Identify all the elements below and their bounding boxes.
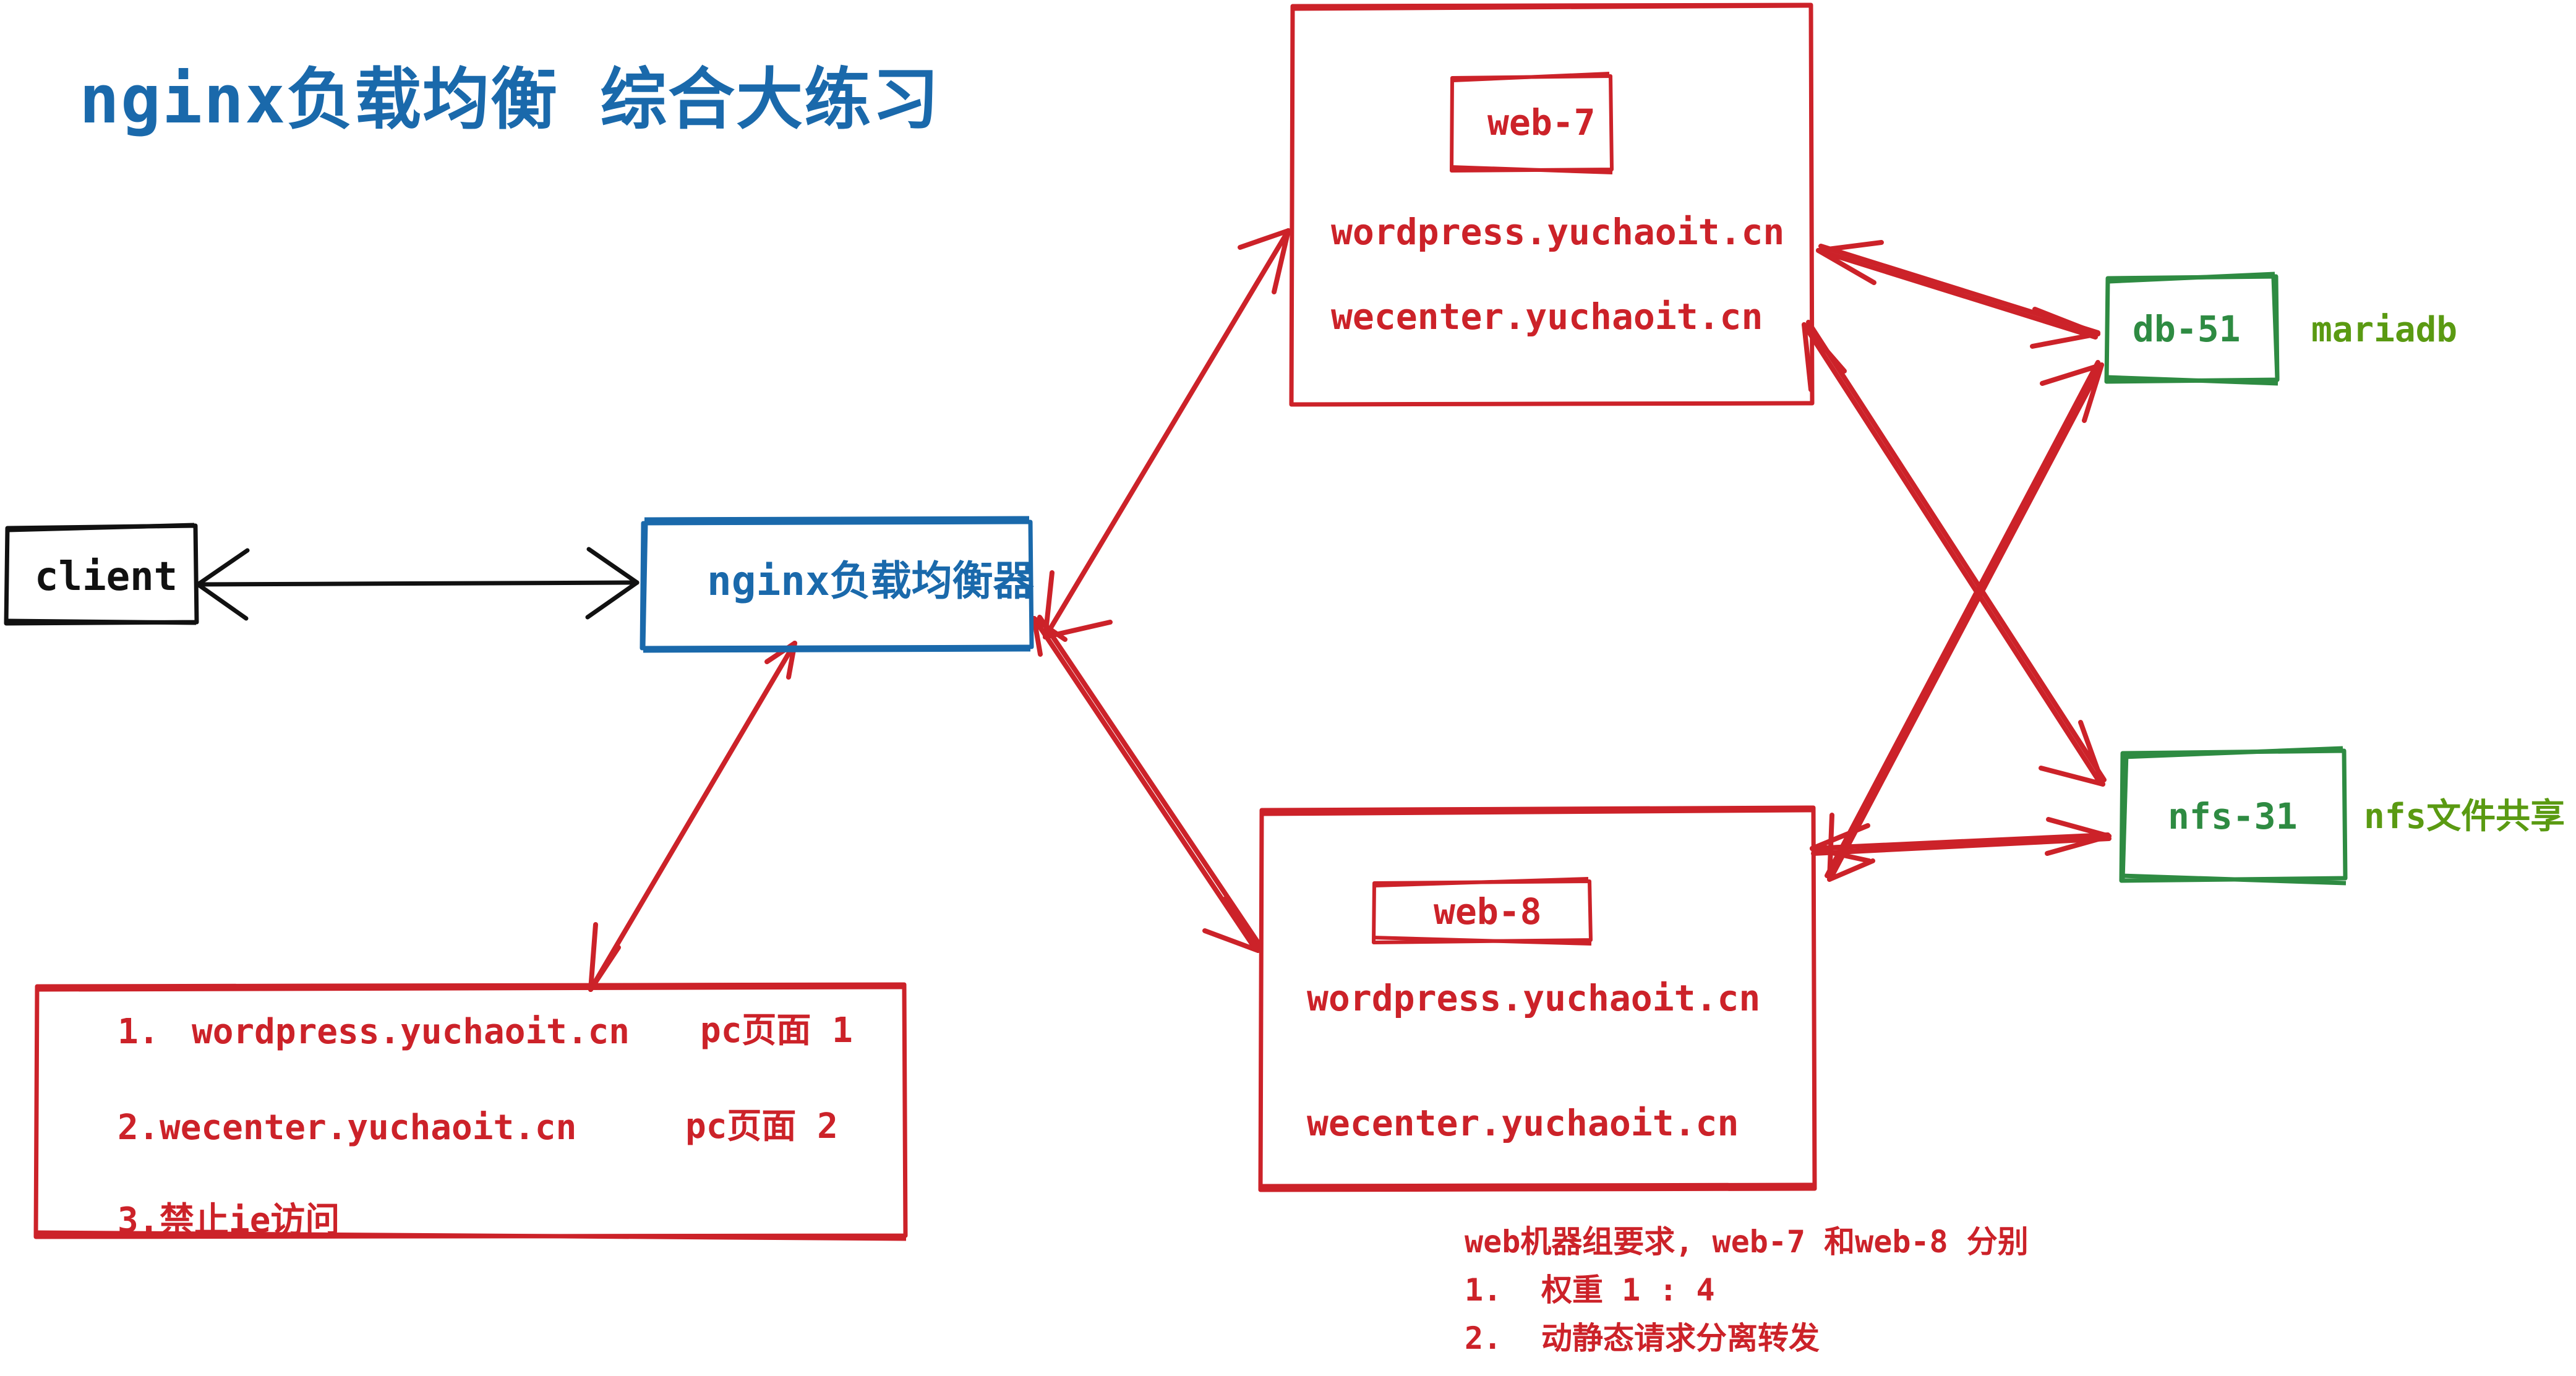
notes-row-2-page: pc页面 2 (685, 1106, 838, 1147)
requirements-item-1-text: 权重 1 : 4 (1541, 1272, 1715, 1308)
lb-box-outline[interactable] (640, 516, 1034, 653)
nfs31-label: nfs-31 (2168, 795, 2298, 837)
notes-row-1-page: pc页面 1 (700, 1011, 853, 1051)
db51-side-label: mariadb (2311, 310, 2458, 350)
connection-lb-to-web8 (1032, 615, 1263, 953)
web8-badge-label: web-8 (1434, 891, 1542, 933)
connection-web7-to-db51 (1816, 240, 2100, 349)
notes-row-1-domain: wordpress.yuchaoit.cn (192, 1012, 630, 1052)
load-balancer-label: nginx负载均衡器 (707, 557, 1034, 605)
nfs31-box-outline[interactable] (2119, 746, 2348, 886)
notes-row-3-index: 3. (118, 1200, 160, 1241)
requirements-item-2-text: 动静态请求分离转发 (1541, 1320, 1820, 1356)
web8-site-line-2: wecenter.yuchaoit.cn (1307, 1102, 1739, 1144)
web7-box-outline[interactable] (1289, 2, 1815, 407)
connection-web8-to-db51 (1825, 360, 2104, 882)
web7-badge-label: web-7 (1487, 101, 1596, 143)
requirements-item-1-index: 1. (1465, 1272, 1502, 1308)
web8-site-line-1: wordpress.yuchaoit.cn (1307, 977, 1761, 1019)
notes-box-outline[interactable] (33, 982, 908, 1241)
web7-site-line-2: wecenter.yuchaoit.cn (1331, 296, 1763, 338)
page-title: nginx负载均衡 综合大练习 (79, 61, 941, 139)
web8-badge-outline[interactable] (1372, 877, 1593, 946)
requirements-item-2-index: 2. (1465, 1320, 1502, 1356)
requirements-heading: web机器组要求, web-7 和web-8 分别 (1465, 1224, 2029, 1260)
notes-row-3-domain: 禁止ie访问 (160, 1200, 340, 1241)
db51-label: db-51 (2133, 308, 2241, 350)
client-box-outline[interactable] (4, 523, 199, 626)
web7-badge-outline[interactable] (1450, 72, 1614, 174)
notes-row-1-index: 1. (118, 1012, 160, 1052)
web7-site-line-1: wordpress.yuchaoit.cn (1331, 211, 1785, 253)
db51-box-outline[interactable] (2104, 271, 2280, 386)
connection-client-to-lb (195, 547, 640, 621)
nfs31-side-label: nfs文件共享 (2364, 797, 2565, 837)
notes-row-2-index: 2. (118, 1108, 160, 1148)
client-label: client (35, 554, 178, 600)
notes-row-2-domain: wecenter.yuchaoit.cn (160, 1108, 577, 1148)
web8-box-outline[interactable] (1258, 805, 1817, 1192)
connection-web7-to-nfs31 (1802, 320, 2107, 787)
